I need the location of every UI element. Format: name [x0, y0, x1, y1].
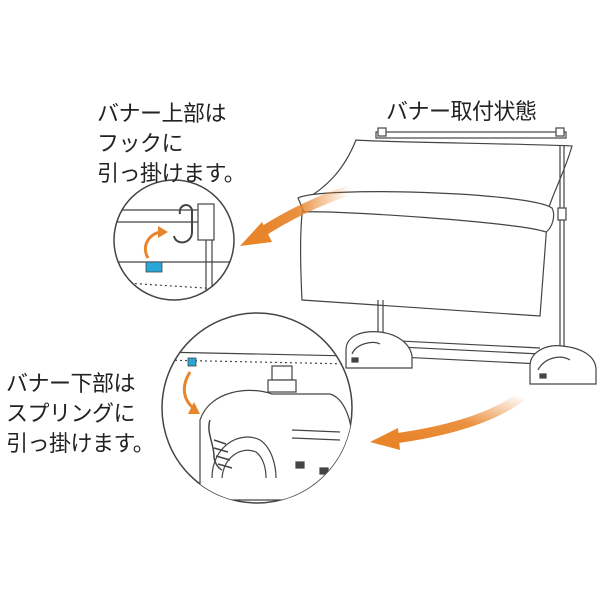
left-base: [345, 331, 413, 369]
top-instruction-line-3: 引っ掛けます。: [97, 162, 246, 187]
top-bar-left-hook: [377, 127, 387, 137]
top-hook-instruction: バナー上部は フックに 引っ掛けます。: [97, 100, 246, 190]
bottom-instruction-line-3: 引っ掛けます。: [6, 432, 155, 457]
top-bar-right-hook: [555, 127, 565, 137]
bottom-spring-instruction: バナー下部は スプリングに 引っ掛けます。: [6, 370, 155, 460]
top-instruction-line-2: フックに: [97, 132, 184, 157]
bottom-callout-arrow: [393, 391, 527, 443]
hook-hole-marker: [145, 261, 163, 273]
bottom-instruction-line-2: スプリングに: [6, 402, 136, 427]
bottom-instruction-line-1: バナー下部は: [6, 372, 136, 397]
installed-state-label: バナー取付状態: [386, 98, 537, 128]
spring-detail-callout: [161, 312, 353, 504]
top-bar: [375, 131, 567, 139]
callout-arrows: [240, 185, 527, 450]
spring-base: [199, 389, 352, 501]
hook-detail-callout: [113, 179, 235, 301]
spring-hole-marker: [187, 357, 197, 367]
s-hook: [173, 204, 193, 244]
installed-state-text: バナー取付状態: [386, 100, 537, 125]
spring: [208, 419, 233, 471]
banner-stand-illustration: [297, 127, 597, 385]
banner-upper-roll: [297, 191, 555, 233]
top-callout-arrow: [257, 185, 355, 237]
top-instruction-line-1: バナー上部は: [97, 102, 227, 127]
